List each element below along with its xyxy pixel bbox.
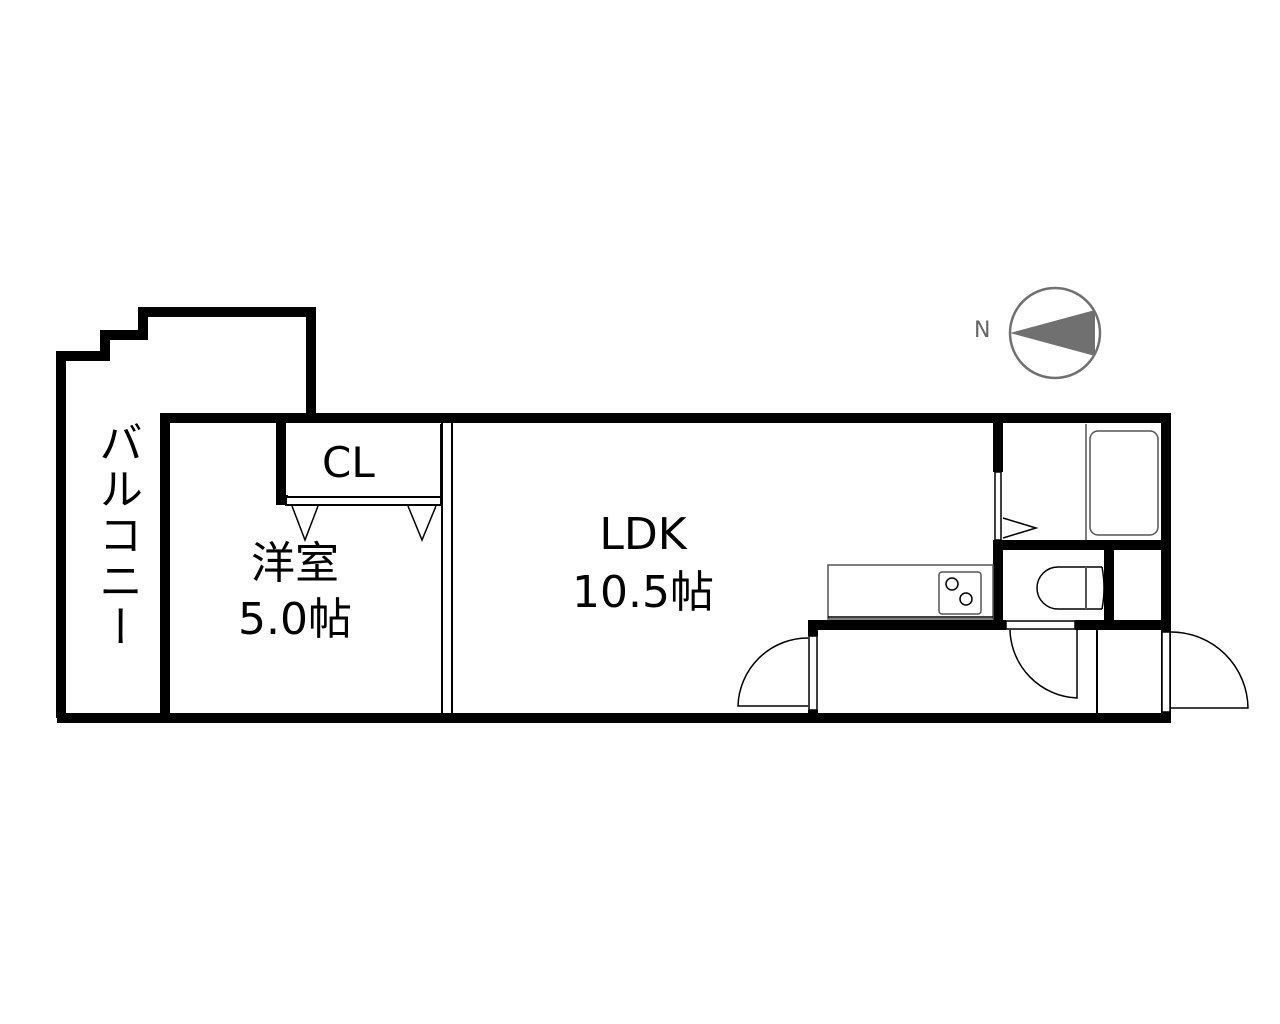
toilet-door-swing bbox=[1009, 629, 1078, 699]
wet-area-walls bbox=[808, 418, 1171, 718]
western-room-label: 洋室 5.0帖 bbox=[225, 536, 365, 648]
compass-icon bbox=[1008, 286, 1102, 380]
door-swings bbox=[737, 629, 1249, 709]
toilet-fixture bbox=[1036, 566, 1105, 610]
bathtub bbox=[1085, 424, 1159, 540]
balcony-outline bbox=[56, 307, 316, 718]
balcony-label: バルコニー bbox=[91, 420, 142, 650]
ldk-label: LDK 10.5帖 bbox=[548, 506, 738, 622]
compass-north-label: N bbox=[974, 318, 991, 343]
exterior-walls bbox=[57, 413, 1171, 723]
western-room-size: 5.0帖 bbox=[238, 594, 352, 645]
ldk-name: LDK bbox=[599, 509, 687, 560]
ldk-size: 10.5帖 bbox=[572, 567, 714, 618]
western-room-name: 洋室 bbox=[251, 538, 339, 589]
ldk-door-swing bbox=[737, 637, 809, 707]
kitchen-counter bbox=[827, 564, 994, 620]
front-door-swing bbox=[1170, 631, 1249, 709]
partition-sliding bbox=[441, 422, 453, 714]
bath-door-icon bbox=[1002, 517, 1039, 539]
closet-label: CL bbox=[322, 438, 375, 487]
